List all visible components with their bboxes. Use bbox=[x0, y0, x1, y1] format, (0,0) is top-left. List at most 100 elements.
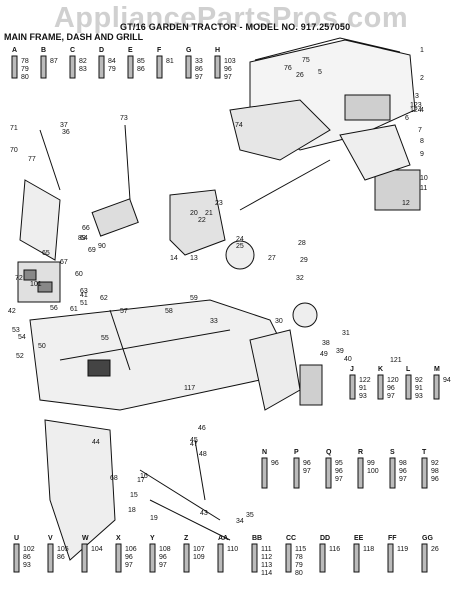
hardware-part-number: 93 bbox=[415, 393, 423, 400]
bolt-shape bbox=[389, 457, 396, 489]
bolt-shape bbox=[217, 543, 224, 573]
pulley bbox=[225, 240, 255, 270]
bolt-shape bbox=[357, 457, 364, 489]
hardware-letter: Z bbox=[184, 535, 189, 542]
hardware-part-number: 104 bbox=[91, 546, 103, 553]
hardware-part-number: 83 bbox=[79, 66, 87, 73]
callout-number: 32 bbox=[296, 275, 304, 282]
callout-number: 11 bbox=[420, 185, 427, 192]
hardware-part-number: 96 bbox=[159, 554, 167, 561]
hardware-part-number: 82 bbox=[79, 58, 87, 65]
shift-rod bbox=[124, 124, 131, 201]
hardware-part-number: 85 bbox=[137, 58, 145, 65]
callout-number: 90 bbox=[98, 243, 106, 250]
hardware-part-number: 118 bbox=[363, 546, 374, 553]
callout-number: 77 bbox=[28, 156, 36, 163]
hardware-part-number: 122 bbox=[359, 377, 371, 384]
hardware-letter: V bbox=[48, 535, 53, 542]
hardware-letter: J bbox=[350, 366, 354, 373]
hardware-letter: W bbox=[82, 535, 89, 542]
callout-number: 46 bbox=[198, 425, 206, 432]
hood-top bbox=[254, 37, 401, 61]
bolt-shape bbox=[251, 543, 258, 573]
callout-number: 42 bbox=[8, 308, 16, 315]
callout-number: 89 bbox=[78, 235, 86, 242]
callout-number: 13 bbox=[190, 255, 198, 262]
callout-number: 67 bbox=[60, 259, 68, 266]
bolt-shape bbox=[40, 55, 47, 79]
callout-number: 65 bbox=[42, 250, 50, 257]
hardware-part-number: 97 bbox=[387, 393, 395, 400]
bolt-shape bbox=[81, 543, 88, 573]
hardware-part-number: 96 bbox=[303, 460, 311, 467]
bolt-shape bbox=[185, 55, 192, 79]
callout-number: 27 bbox=[268, 255, 276, 262]
hardware-part-number: 86 bbox=[137, 66, 145, 73]
hardware-part-number: 98 bbox=[399, 460, 407, 467]
hardware-part-number: 80 bbox=[21, 74, 29, 81]
callout-number: 25 bbox=[236, 243, 244, 250]
hardware-part-number: 97 bbox=[303, 468, 311, 475]
hardware-part-number: 91 bbox=[415, 385, 423, 392]
hardware-letter: BB bbox=[252, 535, 262, 542]
frame-plate bbox=[87, 359, 111, 377]
hardware-letter: Y bbox=[150, 535, 155, 542]
hardware-part-number: 93 bbox=[359, 393, 367, 400]
callout-number: 20 bbox=[190, 210, 198, 217]
callout-number: 31 bbox=[342, 330, 350, 337]
hardware-letter: FF bbox=[388, 535, 397, 542]
hardware-part-number: 113 bbox=[261, 562, 272, 569]
callout-number: 14 bbox=[170, 255, 178, 262]
hardware-letter: P bbox=[294, 449, 299, 456]
bolt-shape bbox=[319, 543, 326, 573]
hardware-letter: E bbox=[128, 47, 133, 54]
hardware-part-number: 110 bbox=[227, 546, 238, 553]
hardware-part-number: 108 bbox=[159, 546, 171, 553]
hardware-part-number: 96 bbox=[431, 476, 439, 483]
callout-number: 3 bbox=[415, 93, 419, 100]
hardware-item-m: M94 bbox=[433, 366, 451, 400]
callout-number: 101 bbox=[30, 281, 42, 288]
hardware-part-number: 115 bbox=[295, 546, 306, 553]
watermark-text: AppliancePartsPros.com bbox=[53, 2, 409, 34]
callout-number: 6 bbox=[405, 115, 409, 122]
hardware-part-number: 96 bbox=[125, 554, 133, 561]
callout-number: 52 bbox=[16, 353, 24, 360]
callout-number: 57 bbox=[120, 308, 128, 315]
callout-number: 56 bbox=[50, 305, 58, 312]
bracket-left bbox=[19, 179, 61, 261]
hardware-letter: F bbox=[157, 47, 162, 54]
callout-number: 76 bbox=[284, 65, 292, 72]
bolt-shape bbox=[433, 374, 440, 400]
callout-number: 117 bbox=[184, 385, 195, 392]
callout-number: 49 bbox=[320, 351, 328, 358]
hardware-part-number: 94 bbox=[443, 377, 451, 384]
callout-number: 45 bbox=[190, 437, 198, 444]
hardware-part-number: 119 bbox=[397, 546, 408, 553]
hardware-part-number: 92 bbox=[415, 377, 423, 384]
callout-number: 17 bbox=[137, 477, 145, 484]
hardware-part-number: 97 bbox=[125, 562, 133, 569]
hardware-item-n: N96 bbox=[261, 449, 279, 489]
hardware-part-number: 99 bbox=[367, 460, 375, 467]
seat-pan bbox=[91, 198, 139, 237]
hardware-part-number: 111 bbox=[261, 546, 272, 553]
link-arm bbox=[149, 499, 231, 541]
diagram-title: GT/16 GARDEN TRACTOR - MODEL NO. 917.257… bbox=[120, 22, 351, 32]
callout-number: 48 bbox=[199, 451, 207, 458]
callout-number: 121 bbox=[390, 357, 402, 364]
callout-number: 35 bbox=[246, 512, 254, 519]
hardware-part-number: 112 bbox=[261, 554, 272, 561]
hardware-part-number: 109 bbox=[193, 554, 205, 561]
hardware-letter: DD bbox=[320, 535, 330, 542]
